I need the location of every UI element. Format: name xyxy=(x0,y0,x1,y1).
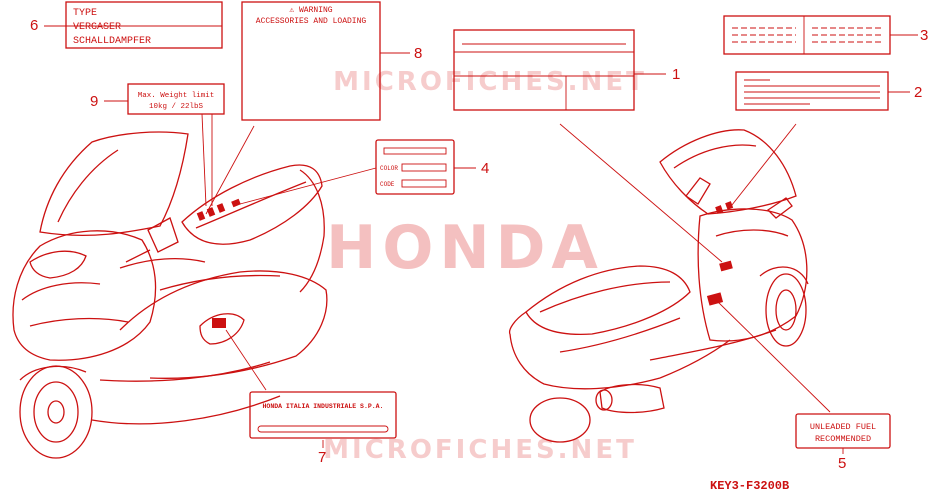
callout-3[interactable]: 3 xyxy=(920,27,928,44)
label-5-line1: UNLEADED FUEL xyxy=(810,422,876,432)
watermark-site-bottom: MICROFICHES.NET xyxy=(323,435,637,465)
callout-numbers: 1 2 3 4 5 6 7 8 9 xyxy=(30,17,928,472)
label-5-unleaded-fuel[interactable]: UNLEADED FUEL RECOMMENDED xyxy=(795,413,891,449)
label-9-weight-limit[interactable]: Max. Weight limit 10kg / 22lbS xyxy=(127,83,225,115)
label-8-subtitle: ACCESSORIES AND LOADING xyxy=(256,17,367,26)
label-4-row1: COLOR xyxy=(380,165,398,172)
label-9-line2: 10kg / 22lbS xyxy=(149,103,204,111)
callout-8[interactable]: 8 xyxy=(414,45,422,62)
leader-lines xyxy=(44,25,918,454)
label-5-line2: RECOMMENDED xyxy=(815,434,871,444)
label-6-line2: VERGASER xyxy=(73,22,121,33)
callout-5[interactable]: 5 xyxy=(838,455,846,472)
label-1-plate[interactable] xyxy=(453,29,635,111)
watermark-brand: HONDA xyxy=(326,213,604,283)
watermark-site-top: MICROFICHES.NET xyxy=(333,67,647,97)
label-6-line1: TYPE xyxy=(73,8,97,19)
callout-7[interactable]: 7 xyxy=(318,449,326,466)
scooter-right-drawing xyxy=(508,129,809,443)
label-9-line1: Max. Weight limit xyxy=(138,92,215,100)
label-4-row2: CODE xyxy=(380,181,395,188)
callout-4[interactable]: 4 xyxy=(481,160,489,177)
label-2-plate[interactable] xyxy=(735,71,889,111)
label-7-text: HONDA ITALIA INDUSTRIALE S.P.A. xyxy=(263,403,384,410)
label-3-plate[interactable] xyxy=(723,15,891,55)
callout-1[interactable]: 1 xyxy=(672,66,680,83)
callout-2[interactable]: 2 xyxy=(914,84,922,101)
callout-6[interactable]: 6 xyxy=(30,17,38,34)
label-6-type-plate[interactable]: TYPE VERGASER SCHALLDAMPFER xyxy=(65,1,223,49)
label-8-warning-accessories[interactable]: ⚠ WARNING ACCESSORIES AND LOADING xyxy=(241,1,381,121)
label-7-manufacturer[interactable]: HONDA ITALIA INDUSTRIALE S.P.A. xyxy=(249,391,397,439)
callout-9[interactable]: 9 xyxy=(90,93,98,110)
label-8-title: ⚠ WARNING xyxy=(289,6,332,15)
diagram-code: KEY3-F3200B xyxy=(710,479,789,493)
label-6-line3: SCHALLDAMPFER xyxy=(73,36,151,47)
label-4-color-code[interactable]: COLOR CODE xyxy=(375,139,455,195)
scooter-left-drawing xyxy=(12,131,328,459)
scooter-right-decals xyxy=(706,201,734,306)
